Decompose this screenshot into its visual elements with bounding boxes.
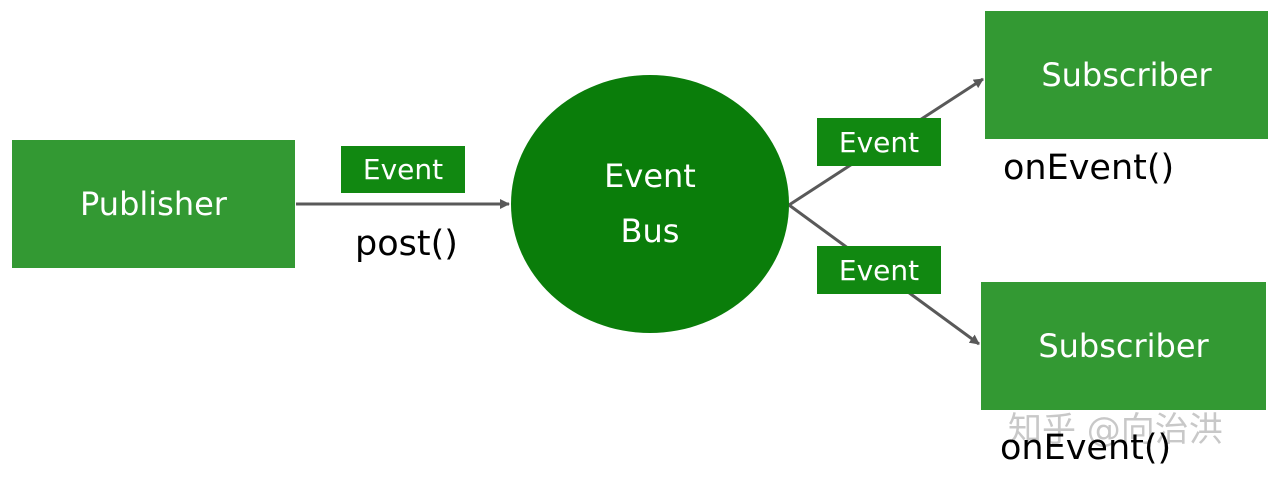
event-bus-line2: Bus xyxy=(620,212,680,250)
event-bus-line1: Event xyxy=(604,157,696,195)
event-tag-label: Event xyxy=(838,253,920,287)
event-tag-bottom: Event xyxy=(817,246,941,294)
subscriber-box-bottom: Subscriber xyxy=(981,282,1266,410)
subscriber-label: Subscriber xyxy=(1041,56,1212,94)
event-tag-label: Event xyxy=(838,125,920,159)
post-method-label: post() xyxy=(355,224,458,264)
event-tag-publisher: Event xyxy=(341,146,465,193)
event-tag-top: Event xyxy=(817,118,941,166)
subscriber-box-top: Subscriber xyxy=(985,11,1268,139)
on-event-method-label-top: onEvent() xyxy=(1003,148,1175,188)
event-bus-circle: Event Bus xyxy=(511,75,789,333)
event-tag-label: Event xyxy=(362,153,444,186)
subscriber-label: Subscriber xyxy=(1038,327,1209,365)
publisher-box: Publisher xyxy=(12,140,295,268)
watermark-text: 知乎 @向治洪 xyxy=(1008,410,1223,450)
publisher-label: Publisher xyxy=(80,185,227,223)
on-event-method-label-bottom: onEvent() xyxy=(1000,428,1172,468)
